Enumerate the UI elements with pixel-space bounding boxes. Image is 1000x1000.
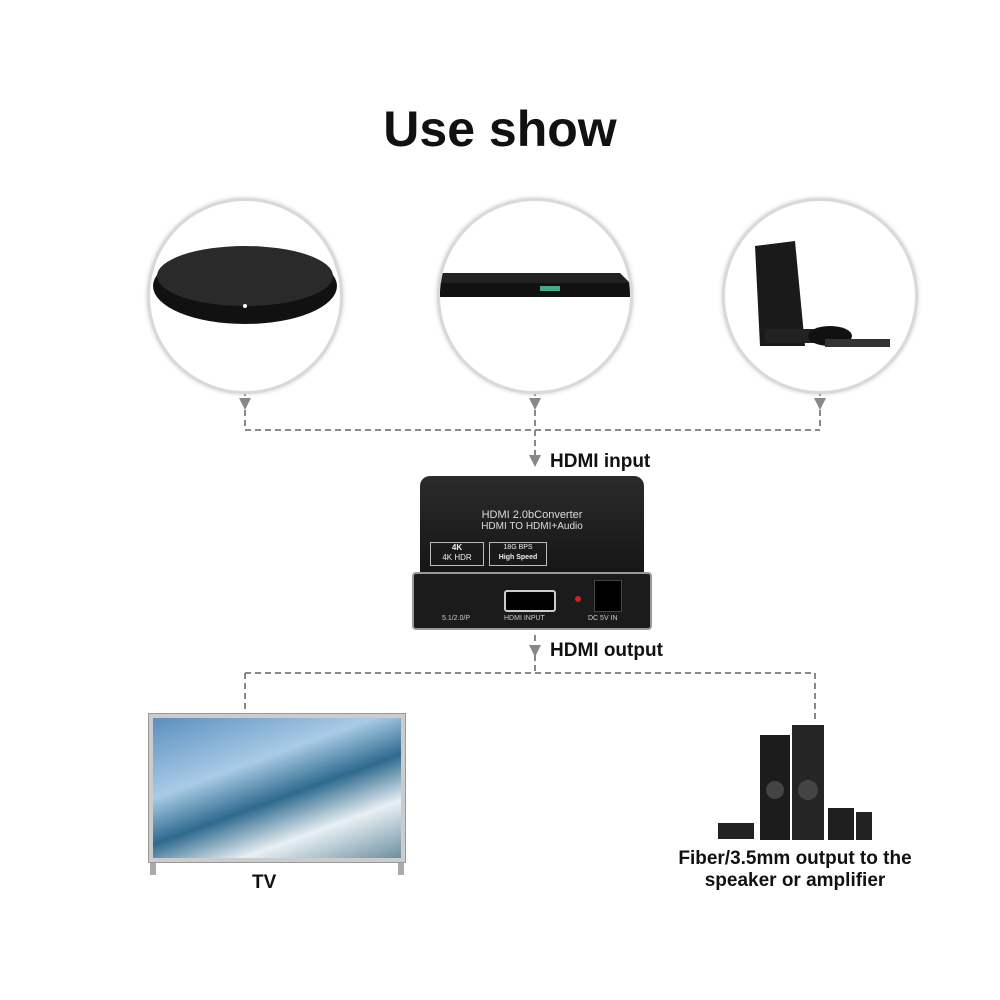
arrow-down-icon xyxy=(529,455,541,467)
page-title: Use show xyxy=(383,101,617,157)
speaker-label-line1: Fiber/3.5mm output to the xyxy=(678,848,912,869)
device-model-text: HDMI 2.0bConverter xyxy=(481,509,583,521)
speaker-label: Fiber/3.5mm output to the speaker or amp… xyxy=(640,848,950,892)
arrow-down-icon xyxy=(529,645,541,657)
hdmi-input-label: HDMI input xyxy=(550,451,651,472)
port-label-hdmi: HDMI INPUT xyxy=(504,615,545,622)
device-subtitle-text: HDMI TO HDMI+Audio xyxy=(481,521,583,532)
port-label-dc: DC 5V IN xyxy=(588,615,618,622)
dc-power-jack xyxy=(594,580,622,612)
port-label-audio: 5.1/2.0/P xyxy=(442,615,471,622)
arrow-down-icon xyxy=(239,398,251,410)
tv-image xyxy=(148,713,406,875)
hdmi-converter-device: HDMI 2.0bConverter HDMI TO HDMI+Audio 4K… xyxy=(412,476,652,631)
source-tv-box xyxy=(147,198,343,394)
speaker-label-line2: speaker or amplifier xyxy=(704,870,886,891)
hdmi-output-label: HDMI output xyxy=(550,640,663,661)
tv-label: TV xyxy=(252,872,277,893)
source-game-console xyxy=(722,198,918,394)
arrow-down-icon xyxy=(529,398,541,410)
led-indicator xyxy=(575,596,581,602)
source-dvd-player xyxy=(437,198,633,394)
arrow-down-icon xyxy=(814,398,826,410)
hdmi-port xyxy=(504,590,556,612)
